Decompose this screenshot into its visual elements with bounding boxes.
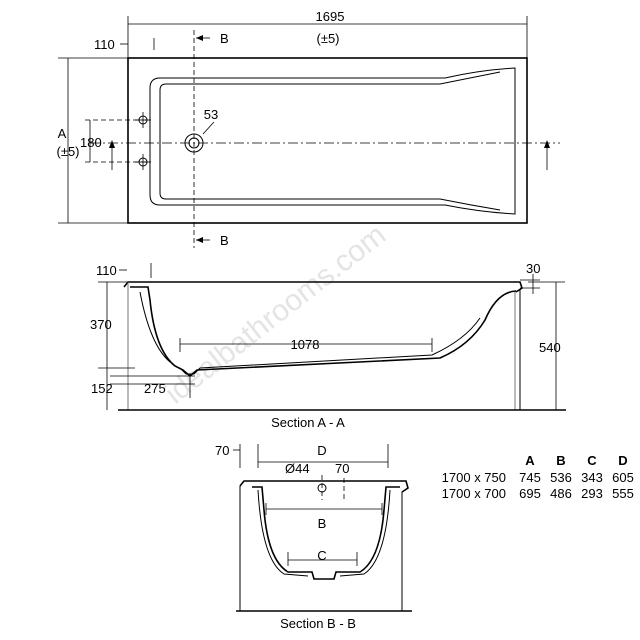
waste-diameter-label: Ø44 (285, 461, 310, 476)
aa-bath-profile (130, 286, 517, 378)
tap-holes (85, 112, 151, 170)
table-header-d: D (618, 453, 627, 468)
table-cell: 343 (581, 470, 603, 485)
section-aa: 110 30 370 1078 540 152 27 (90, 261, 566, 430)
table-cell: 605 (612, 470, 634, 485)
total-height-label: 540 (539, 340, 561, 355)
table-cell: 486 (550, 486, 572, 501)
width-tolerance-label: (±5) (56, 144, 79, 159)
aa-rim (123, 281, 523, 293)
inner-basin-outline (149, 67, 516, 215)
width-label: A (58, 126, 67, 141)
table-row-size: 1700 x 700 (442, 486, 506, 501)
length-tolerance-label: (±5) (316, 31, 339, 46)
table-cell: 695 (519, 486, 541, 501)
floor-length-label: 1078 (291, 337, 320, 352)
bb-rim-offset-label: 70 (215, 443, 229, 458)
bb-rim (239, 480, 409, 493)
depth-to-floor-label: 370 (90, 317, 112, 332)
aa-end-offset-label: 110 (96, 263, 117, 278)
table-header-c: C (587, 453, 597, 468)
section-bb-caption: Section B - B (280, 616, 356, 631)
section-aa-caption: Section A - A (271, 415, 345, 430)
rim-thickness-label: 30 (526, 261, 540, 276)
table-cell: 293 (581, 486, 603, 501)
section-mark-top: B (220, 31, 229, 46)
plan-view: 1695 (±5) 110 53 B B (56, 9, 560, 248)
bb-bath-profile (252, 486, 400, 580)
waste-height-label: 152 (91, 381, 113, 396)
table-header-b: B (556, 453, 565, 468)
overall-length-label: 1695 (316, 9, 345, 24)
section-mark-bottom: B (220, 233, 229, 248)
section-bb: 70 D Ø44 70 B C Section B - B (215, 443, 412, 631)
table-cell: 536 (550, 470, 572, 485)
plan-end-offset-label: 110 (94, 37, 115, 52)
waste-offset-label: 53 (204, 107, 218, 122)
bb-upper-width-label: B (318, 516, 327, 531)
table-row-size: 1700 x 750 (442, 470, 506, 485)
tap-spacing-label: 180 (80, 135, 102, 150)
bath-outline (127, 57, 528, 224)
table-cell: 745 (519, 470, 541, 485)
table-header-a: A (525, 453, 535, 468)
aa-waste-offset-label: 275 (144, 381, 166, 396)
bb-floor-width-label: C (317, 548, 326, 563)
dimension-table: A B C D 1700 x 750 745 536 343 605 1700 … (442, 453, 634, 501)
bb-waste-offset-label: 70 (335, 461, 349, 476)
table-cell: 555 (612, 486, 634, 501)
bb-waste-hole (317, 483, 327, 493)
bb-width-label: D (317, 443, 326, 458)
